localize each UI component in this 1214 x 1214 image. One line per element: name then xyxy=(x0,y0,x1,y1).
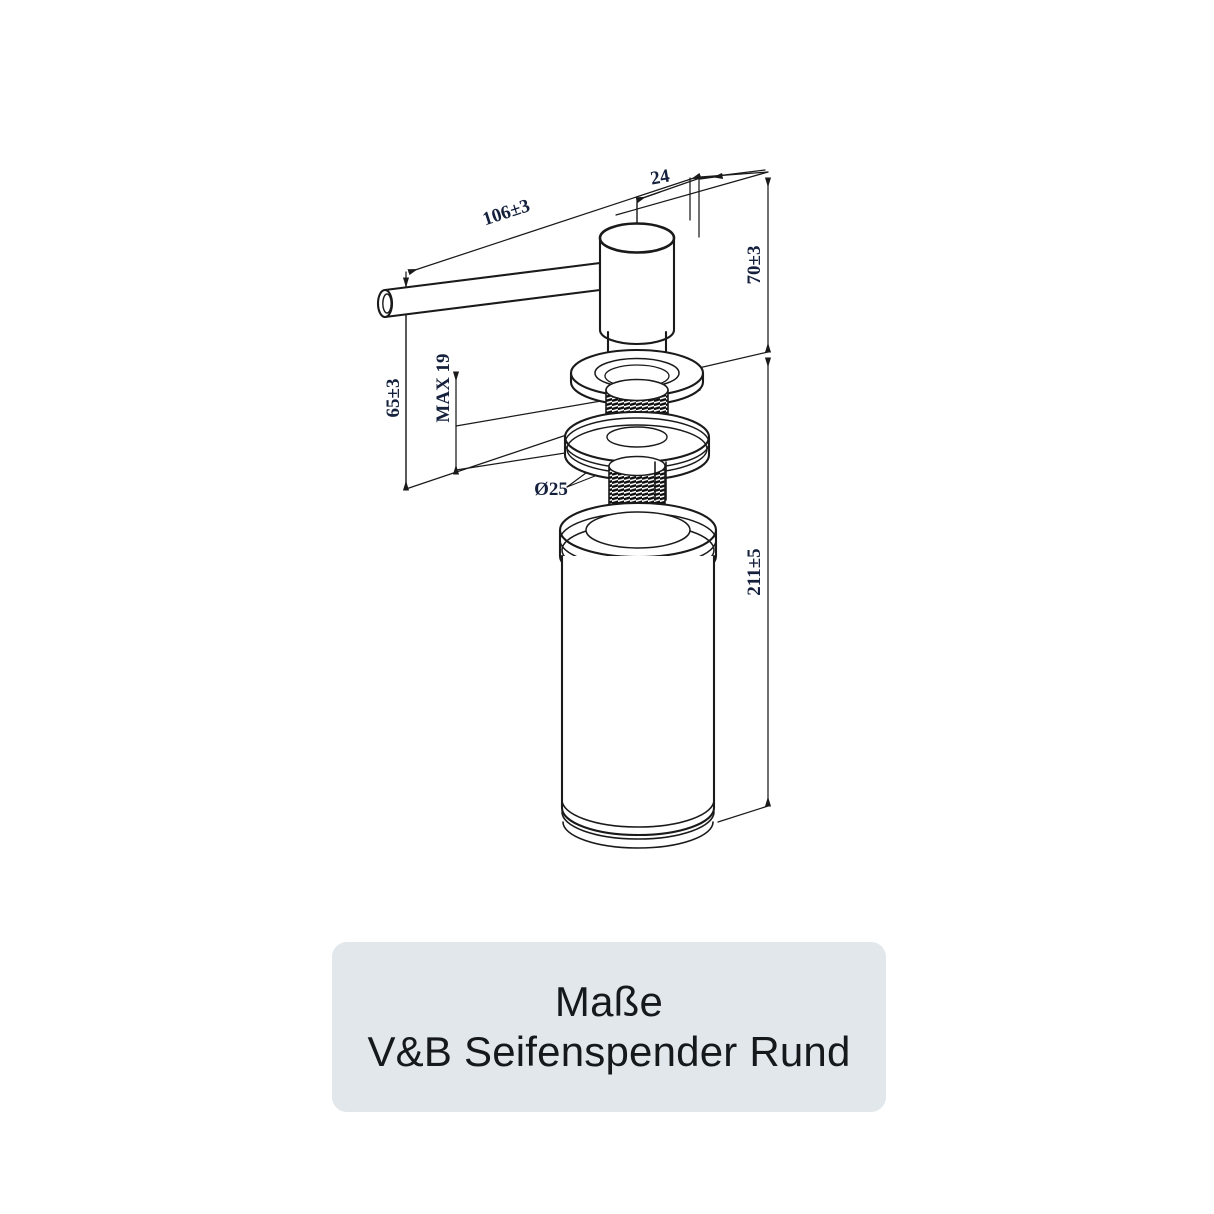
ext-line-head-top-right xyxy=(615,171,769,216)
caption-title: Maße xyxy=(554,978,664,1026)
drawing-canvas: 106±3 24 70±3 65±3 MAX 19 211±5 Ø25 xyxy=(376,166,772,849)
ext-line-top-to-right xyxy=(699,171,769,178)
ext-line-flange-top xyxy=(689,351,769,371)
bottle-base-ring-c xyxy=(562,821,714,849)
upper-thread-top xyxy=(605,378,669,402)
caption-card: Maße V&B Seifenspender Rund xyxy=(332,942,886,1112)
lower-flange-bore xyxy=(606,426,668,448)
arrow-24-left xyxy=(635,191,661,204)
technical-drawing: 106±3 24 70±3 65±3 MAX 19 211±5 Ø25 xyxy=(376,166,772,849)
dim-label-deck-thickness: MAX 19 xyxy=(433,353,454,422)
dim-label-spout-length: 106±3 xyxy=(480,195,533,230)
lower-thread-top xyxy=(608,455,666,477)
bottle-base-ring-a xyxy=(561,799,715,828)
riser-pin xyxy=(654,461,667,501)
dim-label-head-diameter: 24 xyxy=(649,166,672,190)
bottle-body xyxy=(560,554,716,837)
ext-line-base xyxy=(717,805,769,823)
dim-label-spout-height: 65±3 xyxy=(383,379,404,418)
dim-label-total-height: 211±5 xyxy=(744,548,765,595)
pump-head-top xyxy=(598,222,676,254)
pump-head-body xyxy=(598,236,676,346)
dim-label-thread-diameter: Ø25 xyxy=(534,479,568,500)
dim-label-head-height: 70±3 xyxy=(744,246,765,285)
dim-line-spout-length xyxy=(407,172,702,276)
product-outline xyxy=(376,222,718,849)
caption-subtitle: V&B Seifenspender Rund xyxy=(367,1028,851,1075)
spout-tip-inner xyxy=(382,293,392,314)
arrow-24-right xyxy=(699,172,724,180)
bottle-neck-opening xyxy=(585,511,691,549)
spout-tube xyxy=(383,261,602,319)
bottle-base-ring-b xyxy=(561,811,715,840)
